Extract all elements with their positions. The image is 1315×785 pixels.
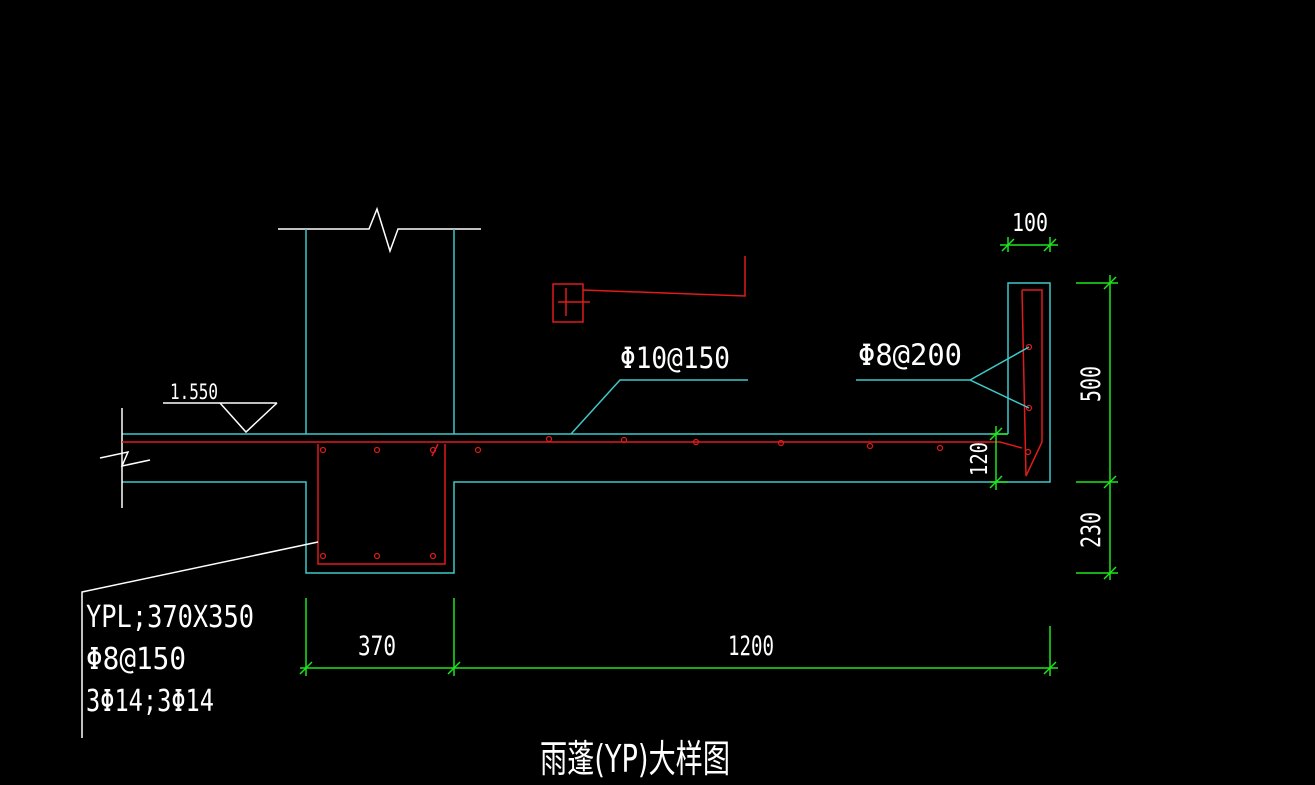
rebar-upturn-leader-2 <box>969 379 1030 409</box>
rebar-dots <box>319 343 1033 560</box>
beam-note-line3: 3Φ14;3Φ14 <box>86 684 214 719</box>
upturn-bar <box>1021 289 1043 477</box>
rebar-group <box>122 256 1043 565</box>
section-symbol-leader <box>582 256 746 297</box>
dim-beam-width: 370 <box>358 631 396 662</box>
beam-note-line2: Φ8@150 <box>86 642 186 677</box>
elevation-label: 1.550 <box>170 380 218 404</box>
dim-upturn-thickness: 100 <box>1012 208 1048 237</box>
rebar-top-label: Φ10@150 <box>620 341 730 375</box>
rebar-upturn-label: Φ8@200 <box>858 338 962 372</box>
section-symbol-box <box>552 283 584 323</box>
drawing-title: 雨蓬(YP)大样图 <box>540 737 730 781</box>
dim-upturn-height: 500 <box>1076 366 1107 402</box>
slab-outline <box>122 282 1051 574</box>
elevation-triangle <box>219 402 278 434</box>
beam-stirrup <box>317 444 446 565</box>
rebar-top-leader <box>570 379 748 435</box>
left-break-zigzag <box>99 450 151 468</box>
dim-beam-drop: 230 <box>1076 512 1107 548</box>
dim-slab-thickness: 120 <box>967 442 993 476</box>
dimension-lines <box>299 237 1118 676</box>
dim-canopy-length: 1200 <box>728 631 774 662</box>
beam-note-leader <box>81 541 319 738</box>
top-slab-bar <box>122 441 1023 449</box>
beam-note-line1: YPL;370X350 <box>86 600 254 635</box>
wall-break-line <box>278 206 481 254</box>
